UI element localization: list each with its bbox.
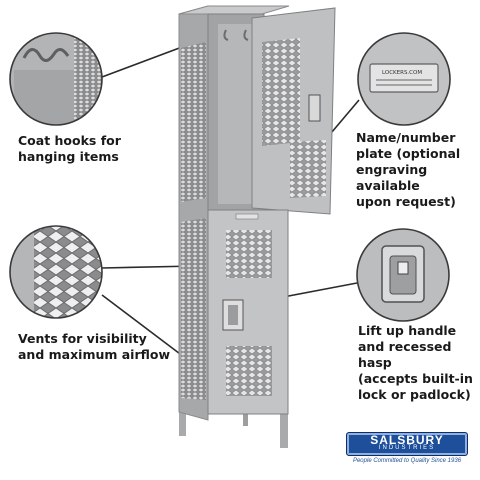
brand-logo: SALSBURY INDUSTRIES People Committed to … [346,432,468,472]
brand-name: SALSBURY [370,433,444,447]
brand-tagline: People Committed to Quality Since 1936 [352,458,462,464]
upper-door-vent-bottom [290,140,326,198]
name-plate-icon [369,63,439,93]
side-vent-upper [181,42,206,202]
detail-circle-coat-hooks [9,32,103,126]
caption-handle: Lift up handle and recessed hasp (accept… [358,323,473,402]
lower-door-vent-bottom [226,346,272,396]
plate-text: LOCKERS.COM [382,70,422,76]
caption-name-plate: Name/number plate (optional engraving av… [356,130,461,209]
detail-circle-vents [9,225,103,319]
locker-leg [179,412,186,436]
locker-leg [280,412,288,448]
brand-sub: INDUSTRIES [378,445,436,451]
lower-door-vent-top [226,230,272,278]
upper-door-vent-top [262,38,300,146]
lower-door-name-plate [235,213,259,220]
caption-vents: Vents for visibility and maximum airflow [18,331,171,362]
detail-circle-handle [356,228,450,322]
vent-mesh-icon [34,226,102,318]
brand-logo-box: SALSBURY INDUSTRIES [346,432,468,456]
door-handle [308,94,321,122]
lower-door-handle-slot [228,305,238,325]
locker-leg [243,412,248,426]
caption-coat-hooks: Coat hooks for hanging items [18,133,121,164]
compartment-back-panel [218,24,256,204]
locker-top [178,5,290,15]
side-vent-lower [181,218,206,400]
locker [178,5,336,448]
detail-circle-name-plate: LOCKERS.COM [357,32,451,126]
coat-hook-icon [223,29,249,41]
coat-hook-icon [22,48,70,62]
